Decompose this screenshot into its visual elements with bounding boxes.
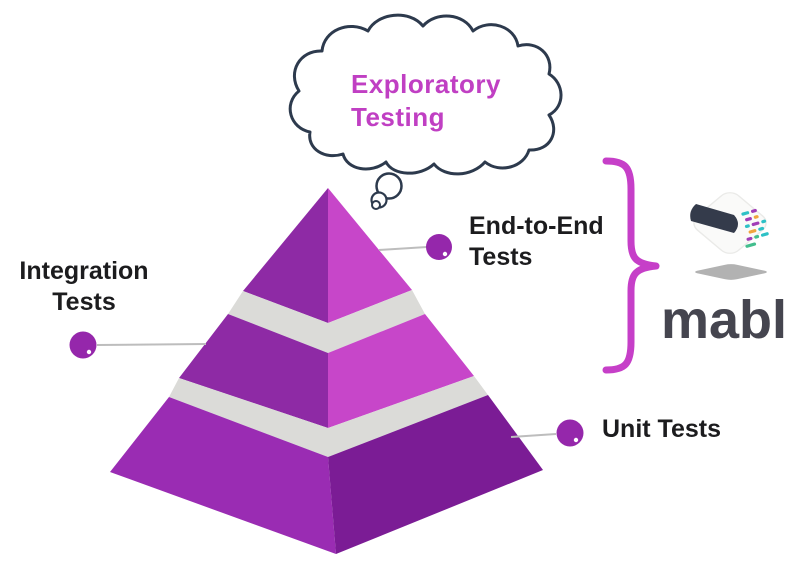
code-dash xyxy=(758,226,765,231)
integration-tests-label: Integration Tests xyxy=(19,257,149,316)
mabl-cube-icon xyxy=(690,192,769,280)
end-to-end-callout-dot xyxy=(426,234,452,260)
curly-brace xyxy=(602,157,660,374)
exploratory-testing-label: Exploratory Testing xyxy=(351,69,501,132)
code-dash xyxy=(754,234,760,239)
code-dash xyxy=(748,229,757,234)
callouts xyxy=(69,234,584,447)
integration-connector-line xyxy=(96,343,207,346)
code-dash xyxy=(744,224,750,229)
tier-gap-lower xyxy=(169,376,488,457)
end-to-end-connector-line xyxy=(378,246,428,251)
code-dash xyxy=(750,208,757,213)
code-dash xyxy=(761,219,767,224)
code-dash xyxy=(753,215,759,219)
code-dash xyxy=(741,211,750,216)
pyramid-bottom-right-face xyxy=(328,395,543,554)
end-to-end-dot-highlight xyxy=(442,251,448,257)
pyramid-middle-left-face xyxy=(179,314,328,428)
tier-gap-upper xyxy=(228,290,425,353)
pyramid xyxy=(110,188,543,554)
pyramid-bottom-left-face xyxy=(110,397,336,554)
code-dash xyxy=(760,232,769,237)
thought-cloud-icon xyxy=(288,13,563,210)
cloud-outline xyxy=(288,13,563,176)
end-to-end-tests-label: End-to-End Tests xyxy=(469,212,604,271)
cube-shadow xyxy=(695,264,767,280)
integration-callout-dot xyxy=(69,331,97,359)
pyramid-top-right-face xyxy=(328,188,412,323)
pyramid-middle-right-face xyxy=(328,314,474,428)
unit-dot-highlight xyxy=(573,437,579,443)
cube-dark-band xyxy=(690,204,738,233)
unit-callout-dot xyxy=(556,419,584,447)
unit-connector-line xyxy=(510,433,557,438)
pyramid-top-left-face xyxy=(243,188,328,323)
integration-dot-highlight xyxy=(86,349,92,355)
code-dash xyxy=(745,217,752,222)
cube-code-dashes xyxy=(741,208,769,248)
unit-tests-label: Unit Tests xyxy=(602,415,721,443)
thought-tail-loop-small xyxy=(371,200,381,210)
code-dash xyxy=(745,242,757,248)
thought-tail-loop-large xyxy=(375,172,403,200)
code-dash xyxy=(751,221,760,227)
mabl-wordmark: mabl xyxy=(661,290,788,350)
code-dash xyxy=(746,236,753,241)
